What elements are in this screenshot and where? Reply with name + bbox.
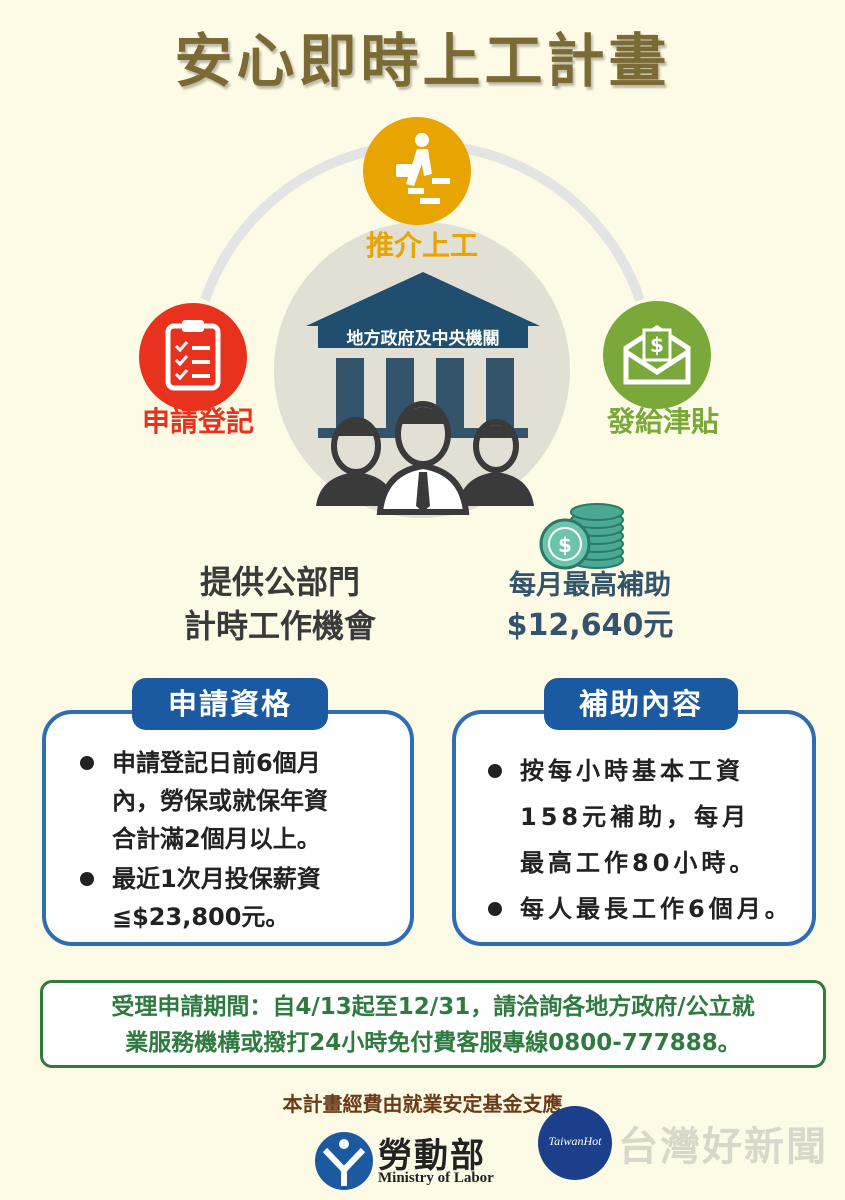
bullet-item: 最近1次月投保薪資 ≦$23,800元。 <box>80 860 400 936</box>
stepping-person-icon <box>363 117 471 225</box>
content-list: 按每小時基本工資 158元補助，每月最高工作80小時。每人最長工作6個月。 <box>488 748 808 932</box>
people-icon <box>316 401 534 515</box>
allowance-label: 發給津貼 <box>606 405 719 438</box>
money-envelope-icon: $ <box>603 301 711 409</box>
max-subsidy-amount: $12,640元 <box>506 608 674 643</box>
bullet-line: 申請登記日前6個月 <box>112 749 321 777</box>
job-opportunity-text: 提供公部門 計時工作機會 <box>130 560 430 648</box>
referral-label: 推介上工 <box>365 229 478 262</box>
coins-icon: $ <box>539 503 624 570</box>
register-label: 申請登記 <box>141 405 254 438</box>
watermark-logo-text: TaiwanHot <box>548 1134 602 1148</box>
register-node <box>138 302 248 412</box>
funding-note: 本計畫經費由就業安定基金支應 <box>282 1092 563 1116</box>
svg-text:$: $ <box>650 333 664 357</box>
bullet-line: 每人最長工作6個月。 <box>520 895 793 923</box>
bullet-line: 按每小時基本工資 <box>520 757 744 785</box>
clipboard-checklist-icon <box>139 303 247 411</box>
bullet-line: ≦$23,800元。 <box>112 903 290 931</box>
bullet-line: 最高工作80小時。 <box>520 849 758 877</box>
ministry-name-en: Ministry of Labor <box>378 1170 494 1186</box>
agency-banner: 地方政府及中央機關 <box>346 329 500 349</box>
max-subsidy-text: 每月最高補助 $12,640元 <box>470 566 710 646</box>
content-box <box>452 710 816 946</box>
bullet-item: 每人最長工作6個月。 <box>488 886 808 932</box>
watermark-logo <box>538 1106 612 1180</box>
eligibility-box <box>42 710 414 946</box>
max-subsidy-line1: 每月最高補助 <box>509 570 671 601</box>
referral-node <box>362 116 472 226</box>
job-opportunity-line1: 提供公部門 <box>199 563 360 601</box>
eligibility-list: 申請登記日前6個月內，勞保或就保年資合計滿2個月以上。最近1次月投保薪資≦$23… <box>80 744 400 938</box>
bullet-line: 合計滿2個月以上。 <box>112 825 321 853</box>
bullet-item: 按每小時基本工資 158元補助，每月最高工作80小時。 <box>488 748 808 886</box>
page-title: 安心即時上工計畫 <box>174 27 671 95</box>
svg-text:$: $ <box>558 533 572 557</box>
content-heading: 補助內容 <box>544 678 738 730</box>
notice-line1: 受理申請期間：自4/13起至12/31，請洽詢各地方政府/公立就 <box>111 994 755 1020</box>
ministry-name: 勞動部 <box>378 1136 486 1176</box>
bullet-line: 最近1次月投保薪資 <box>112 865 321 893</box>
allowance-node: $ <box>602 300 712 410</box>
government-building-icon <box>306 272 540 515</box>
application-period-notice: 受理申請期間：自4/13起至12/31，請洽詢各地方政府/公立就 業服務機構或撥… <box>40 980 826 1068</box>
bullet-line: 內，勞保或就保年資 <box>112 787 328 815</box>
notice-line2: 業服務機構或撥打24小時免付費客服專線0800-777888。 <box>125 1030 741 1056</box>
ministry-of-labor-logo-icon <box>315 1132 373 1190</box>
bullet-item: 申請登記日前6個月內，勞保或就保年資合計滿2個月以上。 <box>80 744 400 858</box>
watermark-text: 台灣好新聞 <box>618 1124 828 1170</box>
bullet-line: 158元補助，每月 <box>520 803 751 831</box>
eligibility-heading: 申請資格 <box>132 678 328 730</box>
job-opportunity-line2: 計時工作機會 <box>183 607 376 645</box>
